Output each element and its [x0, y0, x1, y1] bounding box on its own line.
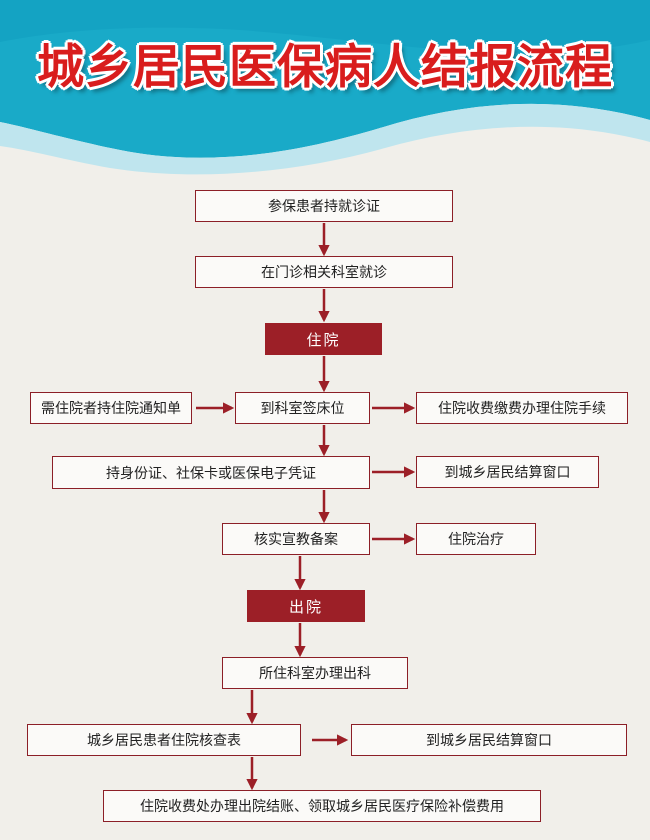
section-admission-banner: 住院 [265, 323, 382, 355]
step-settlement-window-2: 到城乡居民结算窗口 [351, 724, 627, 756]
header-wave-background [0, 0, 650, 175]
step-discharge-department: 所住科室办理出科 [222, 657, 408, 689]
step-admission-notice: 需住院者持住院通知单 [30, 392, 192, 424]
step-verification-form: 城乡居民患者住院核查表 [27, 724, 301, 756]
step-bed-registration: 到科室签床位 [235, 392, 370, 424]
section-discharge-banner: 出院 [247, 590, 365, 622]
step-id-insurance-card: 持身份证、社保卡或医保电子凭证 [52, 456, 370, 489]
step-outpatient-visit: 在门诊相关科室就诊 [195, 256, 453, 288]
step-final-settlement: 住院收费处办理出院结账、领取城乡居民医疗保险补偿费用 [103, 790, 541, 822]
page-title: 城乡居民医保病人结报流程 [37, 40, 613, 95]
step-inpatient-treatment: 住院治疗 [416, 523, 536, 555]
step-verify-record: 核实宣教备案 [222, 523, 370, 555]
step-pay-deposit: 住院收费缴费办理住院手续 [416, 392, 628, 424]
step-insured-patient-card: 参保患者持就诊证 [195, 190, 453, 222]
step-settlement-window-1: 到城乡居民结算窗口 [416, 456, 599, 488]
